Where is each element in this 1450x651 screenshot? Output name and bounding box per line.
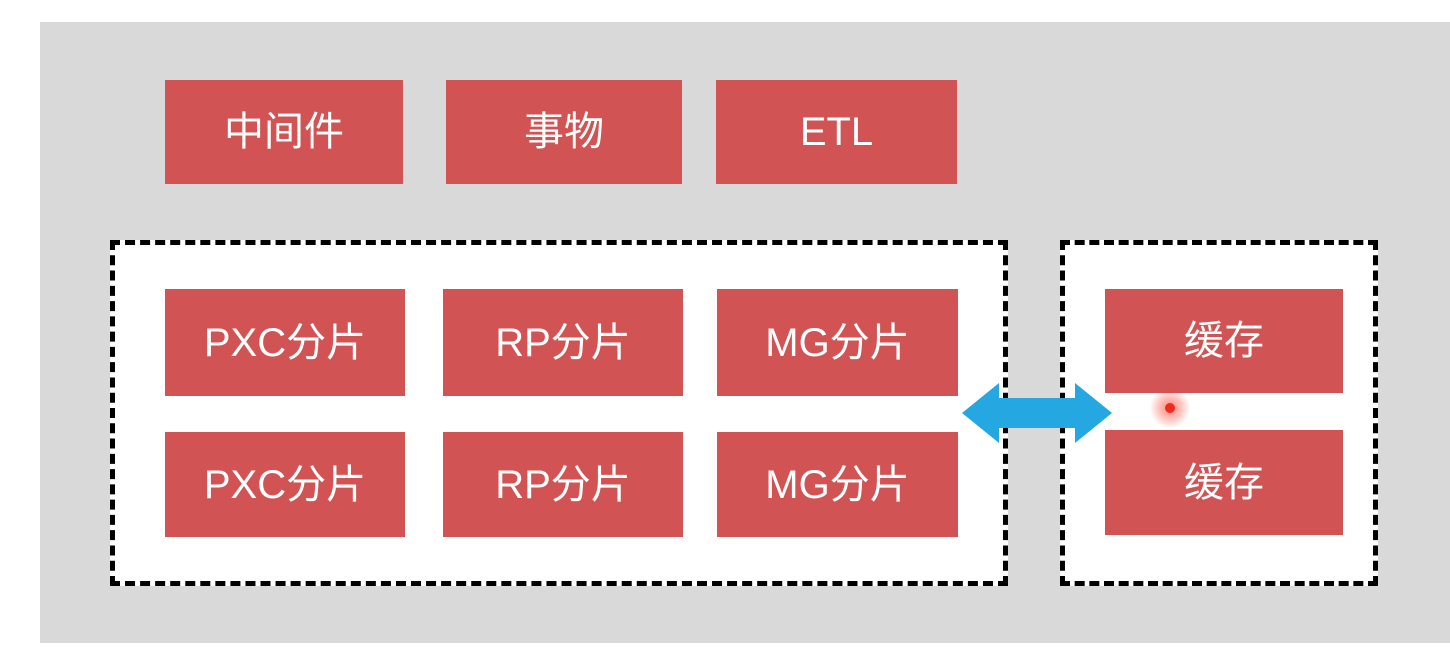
node-label: 事物	[524, 110, 604, 154]
node-pxc-shard-2: PXC分片	[165, 432, 405, 537]
node-label: 缓存	[1184, 319, 1264, 363]
node-rp-shard-2: RP分片	[443, 432, 683, 537]
node-label: ETL	[799, 110, 874, 154]
node-label: 缓存	[1184, 460, 1264, 505]
node-etl: ETL	[716, 80, 957, 184]
node-pxc-shard-1: PXC分片	[165, 289, 405, 396]
node-label: PXC分片	[203, 462, 367, 507]
node-mg-shard-2: MG分片	[717, 432, 958, 537]
double-arrow-icon	[962, 383, 1112, 443]
node-cache-1: 缓存	[1105, 289, 1343, 393]
node-label: MG分片	[765, 462, 910, 507]
pointer-indicator-glow	[1150, 388, 1190, 428]
node-transaction: 事物	[446, 80, 682, 184]
node-mg-shard-1: MG分片	[717, 289, 958, 396]
node-label: PXC分片	[203, 320, 367, 365]
node-label: MG分片	[765, 320, 910, 365]
node-middleware: 中间件	[165, 80, 403, 184]
node-label: 中间件	[224, 110, 344, 154]
node-rp-shard-1: RP分片	[443, 289, 683, 396]
pointer-indicator-dot	[1165, 403, 1175, 413]
node-label: RP分片	[495, 320, 631, 365]
node-label: RP分片	[495, 462, 631, 507]
node-cache-2: 缓存	[1105, 430, 1343, 535]
